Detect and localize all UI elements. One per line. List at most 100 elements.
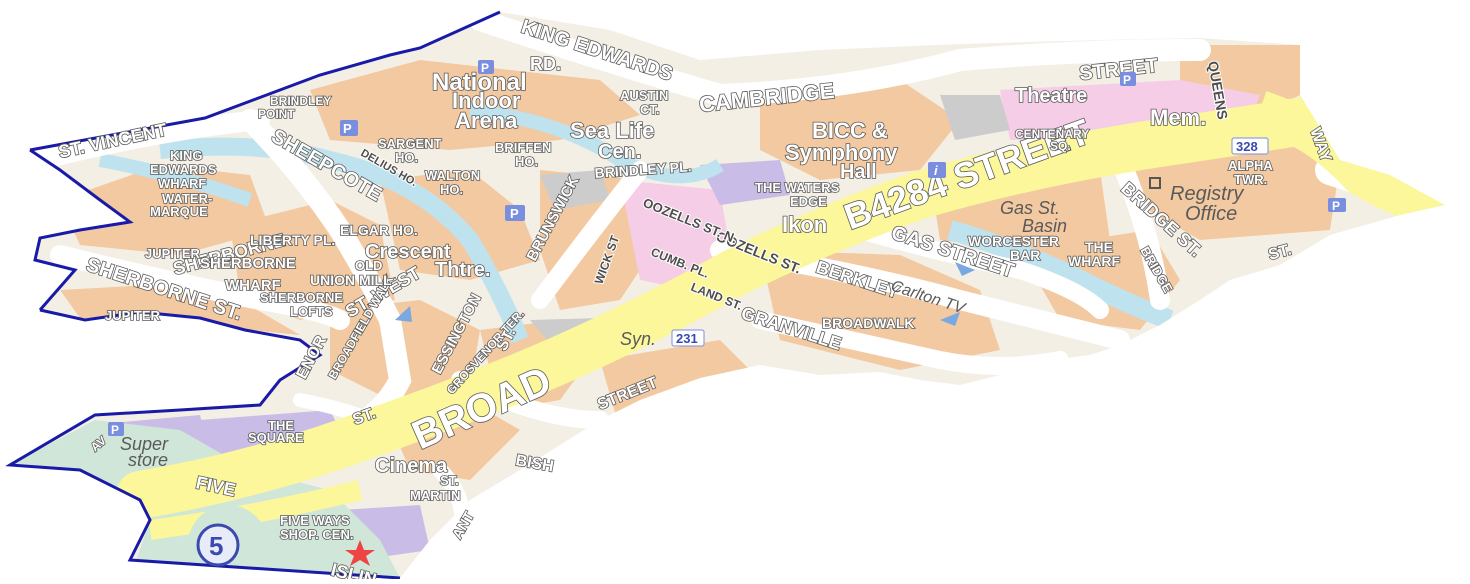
road: [531, 161, 649, 309]
svg-text:P: P: [481, 61, 489, 75]
place-registry-line2: Office: [1185, 203, 1237, 225]
canal: [469, 103, 724, 184]
parking-icon[interactable]: P: [1120, 72, 1136, 87]
place-waters-line1: THE WATERS: [755, 180, 840, 195]
svg-text:P: P: [1332, 199, 1340, 213]
place-bicc-line3: Hall: [840, 161, 877, 183]
area-boundary: [5, 10, 501, 580]
roundabout-junction-badge: 5: [196, 523, 240, 567]
parking-icon[interactable]: P: [505, 205, 525, 221]
place-watermarque-line2: MARQUE: [150, 204, 208, 219]
place-square-line2: SQUARE: [248, 430, 304, 445]
route-number-badge: 328: [1231, 137, 1269, 155]
place-nia-line3: Arena: [455, 108, 518, 133]
place-walton-line2: HO.: [440, 182, 463, 197]
place-square-line1: THE: [268, 418, 294, 433]
place-fiveways-line2: SHOP. CEN.: [280, 527, 353, 542]
place-the-wharf-line2: WHARF: [1068, 253, 1121, 269]
parking-icon[interactable]: P: [340, 120, 358, 136]
canal: [947, 220, 1174, 330]
arrow-icon: [395, 262, 975, 326]
place-union-mill: UNION MILL: [310, 272, 392, 288]
svg-text:i: i: [934, 163, 938, 178]
star-marker-icon: [345, 540, 375, 566]
road: [1110, 150, 1170, 310]
svg-text:P: P: [111, 423, 119, 437]
svg-text:328: 328: [1236, 139, 1258, 154]
place-walton-line1: WALTON: [425, 168, 480, 183]
road: [50, 245, 350, 330]
place-worcester-line1: WORCESTER: [968, 233, 1059, 249]
place-alpha-line2: TWR.: [1234, 172, 1267, 187]
place-st-martin-line2: MARTIN: [410, 488, 461, 503]
main-road-branch: [1253, 91, 1445, 230]
parking-icon[interactable]: P: [108, 422, 124, 437]
place-nia-line2: Indoor: [452, 88, 521, 113]
place-st-martin-line1: ST.: [440, 473, 459, 488]
building-block: [60, 285, 300, 335]
svg-text:P: P: [510, 206, 519, 221]
place-sargent-line2: HO.: [395, 150, 418, 165]
place-king-edwards-line2: EDWARDS: [150, 162, 217, 177]
road: [851, 221, 1109, 319]
place-brindley-point-line1: BRINDLEY: [270, 94, 331, 108]
place-registry-line1: Registry: [1170, 183, 1244, 205]
info-icon[interactable]: i: [928, 162, 946, 178]
place-gas-basin-line1: Gas St.: [1000, 198, 1060, 218]
gray-block: [940, 95, 1010, 140]
place-sherborne-lofts-line1: SHERBORNE: [260, 290, 343, 305]
place-jupiter-lower: JUPITER: [105, 308, 161, 323]
place-sealife-line1: Sea Life: [570, 118, 654, 143]
svg-text:5: 5: [209, 531, 223, 561]
road-label-elgar: ELGAR HO.: [340, 222, 418, 238]
pink-zone: [620, 180, 730, 290]
broad-street-road: [116, 96, 1334, 519]
place-the-wharf-line1: THE: [1085, 239, 1113, 255]
place-bicc-line1: BICC &: [812, 118, 888, 143]
svg-text:231: 231: [676, 331, 698, 346]
place-jupiter-upper: JUPITER: [145, 246, 201, 261]
place-fiveways-line1: FIVE WAYS: [280, 513, 350, 528]
svg-text:P: P: [343, 121, 352, 136]
place-austin-line1: AUSTIN: [620, 88, 668, 103]
parking-icon[interactable]: P: [478, 60, 494, 75]
place-gas-basin-line2: Basin: [1022, 216, 1067, 236]
place-crescent-line1: Crescent: [365, 241, 451, 263]
parking-icon[interactable]: P: [1328, 198, 1346, 213]
place-worcester-line2: BAR: [1010, 247, 1040, 263]
place-king-edwards-line3: WHARF: [158, 176, 206, 191]
place-sherborne-wharf-line2: WHARF: [225, 277, 281, 294]
building-square-icon: [1149, 177, 1161, 189]
building-block: [760, 80, 960, 180]
road-label-rd: RD.: [530, 54, 561, 74]
place-brindley-point-line2: POINT: [258, 107, 295, 121]
canals: [98, 103, 1174, 344]
place-waters-line2: EDGE: [790, 194, 827, 209]
place-briffen-line2: HO.: [515, 154, 538, 169]
place-syn: Syn.: [620, 329, 656, 349]
canal: [159, 137, 529, 344]
place-mem: Mem.: [1150, 105, 1206, 130]
place-ikon: Ikon: [782, 212, 827, 237]
gray-block: [540, 170, 610, 210]
main-road-lower: [148, 480, 363, 540]
road: [751, 311, 1069, 375]
building-block: [230, 200, 395, 320]
place-super-line1: Super: [120, 434, 169, 454]
place-crescent-line2: Thtre.: [435, 259, 491, 281]
canal: [98, 153, 253, 207]
place-watermarque-line1: WATER-: [162, 191, 212, 206]
road-label-bishop: BISH: [514, 452, 555, 475]
place-king-edwards-line1: KING: [170, 148, 203, 163]
place-austin-line2: CT.: [640, 102, 660, 117]
place-sherborne-wharf-line1: SHERBORNE: [200, 255, 296, 272]
place-broadwalk: BROADWALK: [822, 315, 915, 331]
place-centenary-line2: SQ.: [1050, 139, 1071, 153]
road: [30, 110, 270, 170]
place-super-line2: store: [128, 450, 168, 470]
place-theatre: Theatre: [1015, 85, 1087, 107]
road: [469, 12, 1211, 107]
